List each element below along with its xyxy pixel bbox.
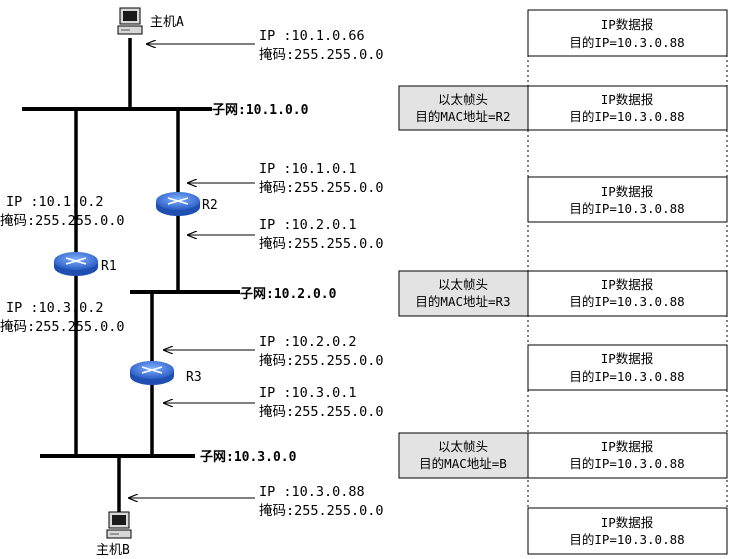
r3-s3-ip: IP :10.3.0.1 (259, 385, 357, 401)
packet-1-dest: 目的IP=10.3.0.88 (569, 35, 684, 50)
host-b-icon (106, 511, 132, 539)
packet-5-title: IP数据报 (601, 351, 654, 366)
packet-6-eth-title: 以太帧头 (438, 439, 488, 454)
host-a-label: 主机A (150, 15, 184, 30)
packet-1: IP数据报 目的IP=10.3.0.88 (527, 9, 728, 57)
packet-3: IP数据报 目的IP=10.3.0.88 (527, 176, 728, 223)
subnet-1-label: 子网:10.1.0.0 (212, 103, 309, 118)
packet-6: 以太帧头 目的MAC地址=B IP数据报 目的IP=10.3.0.88 (398, 432, 728, 479)
packet-3-title: IP数据报 (601, 184, 654, 199)
packet-4: 以太帧头 目的MAC地址=R3 IP数据报 目的IP=10.3.0.88 (398, 270, 728, 317)
packet-6-eth-dest: 目的MAC地址=B (419, 456, 507, 471)
packet-2-eth-dest: 目的MAC地址=R2 (415, 109, 510, 124)
r1-s1-mask: 掩码:255.255.0.0 (0, 213, 125, 229)
packet-4-dest: 目的IP=10.3.0.88 (569, 294, 684, 309)
packet-4-eth-title: 以太帧头 (438, 277, 488, 292)
subnet-2-label: 子网:10.2.0.0 (240, 287, 337, 302)
host-b-mask: 掩码:255.255.0.0 (259, 503, 384, 519)
router-r3-label: R3 (186, 370, 202, 385)
packet-4-title: IP数据报 (601, 277, 654, 292)
packet-1-title: IP数据报 (601, 17, 654, 32)
packet-2-title: IP数据报 (601, 92, 654, 107)
packet-4-eth-dest: 目的MAC地址=R3 (415, 294, 510, 309)
packet-7: IP数据报 目的IP=10.3.0.88 (527, 507, 728, 555)
host-b-label: 主机B (96, 543, 130, 558)
packet-6-title: IP数据报 (601, 439, 654, 454)
packet-3-dest: 目的IP=10.3.0.88 (569, 201, 684, 216)
r1-s3-ip: IP :10.3.0.2 (6, 300, 104, 316)
host-a-ip: IP :10.1.0.66 (259, 28, 365, 44)
packet-2-eth-title: 以太帧头 (438, 92, 488, 107)
r3-s2-ip: IP :10.2.0.2 (259, 334, 357, 350)
r2-s1-mask: 掩码:255.255.0.0 (259, 180, 384, 196)
host-a-icon (117, 7, 143, 35)
r3-s2-mask: 掩码:255.255.0.0 (259, 353, 384, 369)
router-r1-label: R1 (101, 259, 117, 274)
packet-5-dest: 目的IP=10.3.0.88 (569, 369, 684, 384)
r2-s1-ip: IP :10.1.0.1 (259, 161, 357, 177)
host-b-ip: IP :10.3.0.88 (259, 484, 365, 500)
host-a-mask: 掩码:255.255.0.0 (259, 47, 384, 63)
packet-5: IP数据报 目的IP=10.3.0.88 (527, 344, 728, 391)
r2-s2-ip: IP :10.2.0.1 (259, 217, 357, 233)
r2-s2-mask: 掩码:255.255.0.0 (259, 236, 384, 252)
packet-7-title: IP数据报 (601, 515, 654, 530)
router-r3-icon (130, 361, 174, 385)
packet-2: 以太帧头 目的MAC地址=R2 IP数据报 目的IP=10.3.0.88 (398, 85, 728, 131)
subnet-3-label: 子网:10.3.0.0 (200, 450, 297, 465)
packet-7-dest: 目的IP=10.3.0.88 (569, 532, 684, 547)
router-r2-label: R2 (202, 198, 218, 213)
packet-6-dest: 目的IP=10.3.0.88 (569, 456, 684, 471)
r3-s3-mask: 掩码:255.255.0.0 (259, 404, 384, 420)
router-r2-icon (156, 192, 200, 216)
packet-2-dest: 目的IP=10.3.0.88 (569, 109, 684, 124)
r1-s3-mask: 掩码:255.255.0.0 (0, 319, 125, 335)
router-r1-icon (54, 252, 98, 276)
r1-s1-ip: IP :10.1.0.2 (6, 194, 104, 210)
